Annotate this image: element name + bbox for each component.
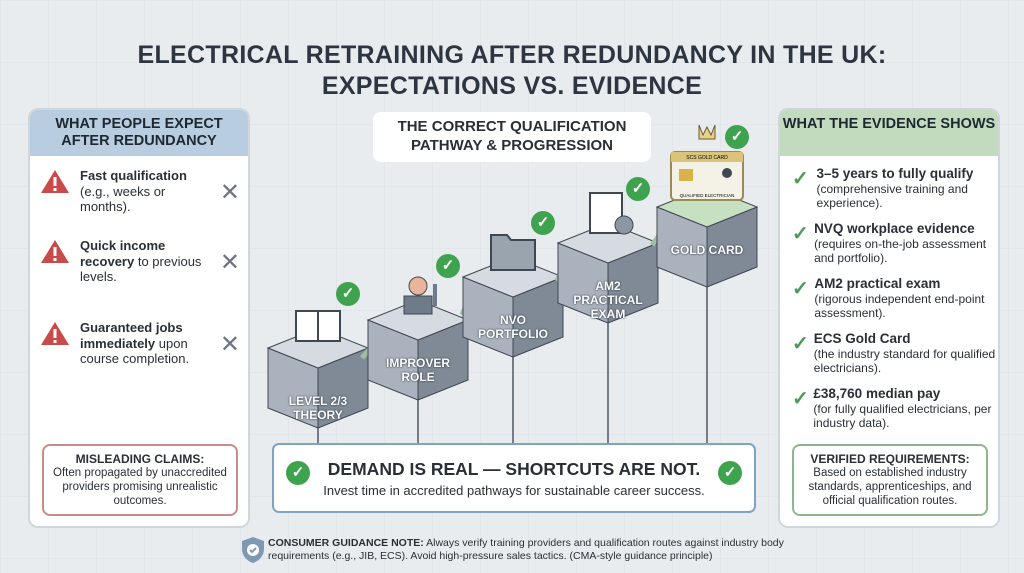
- item-title: Guaranteed jobs immediately: [80, 320, 183, 351]
- step-label: AM2 PRACTICAL EXAM: [573, 279, 643, 321]
- check-circle-icon: ✓: [336, 282, 360, 306]
- warning-icon: [41, 322, 69, 345]
- check-icon: ✓: [792, 168, 809, 190]
- evidence-item: ✓ AM2 practical exam(rigorous independent…: [792, 276, 997, 320]
- shield-icon: [242, 537, 264, 563]
- evidence-panel: WHAT THE EVIDENCE SHOWS ✓ 3–5 years to fu…: [778, 108, 1000, 528]
- step-label: NVO PORTFOLIO: [478, 313, 548, 341]
- item-text: upon course completion.: [80, 335, 190, 367]
- expectation-item: Guaranteed jobs immediately upon course …: [40, 320, 240, 367]
- item-title: £38,760 median pay: [813, 386, 941, 401]
- banner-subline: Invest time in accredited pathways for s…: [323, 483, 705, 498]
- item-text: (for fully qualified electricians, per i…: [813, 402, 992, 430]
- item-text: (comprehensive training and experience).: [816, 182, 968, 210]
- note-label: CONSUMER GUIDANCE NOTE:: [268, 537, 424, 549]
- item-title: Fast qualification: [80, 168, 187, 183]
- verified-text: Based on established industry standards,…: [808, 467, 972, 507]
- cross-icon: ✕: [219, 249, 240, 276]
- folder-icon: [490, 234, 536, 271]
- misleading-claims-text: Often propagated by unaccredited provide…: [53, 467, 227, 507]
- clipboard-icon: [589, 192, 634, 235]
- pathway-title: THE CORRECT QUALIFICATION PATHWAY & PROG…: [373, 112, 651, 162]
- card-footer: QUALIFIED ELECTRICIAN: [680, 193, 735, 198]
- check-icon: ✓: [792, 223, 809, 245]
- card-header: SCS GOLD CARD: [686, 155, 728, 161]
- item-title: AM2 practical exam: [814, 276, 941, 291]
- evidence-item: ✓ £38,760 median pay(for fully qualified …: [792, 386, 997, 430]
- worker-icon: [403, 276, 437, 315]
- verified-requirements-box: VERIFIED REQUIREMENTS: Based on establis…: [792, 444, 988, 516]
- verified-title: VERIFIED REQUIREMENTS:: [810, 452, 970, 466]
- page-title: ELECTRICAL RETRAINING AFTER REDUNDANCY I…: [0, 40, 1024, 102]
- book-icon: [295, 310, 341, 342]
- item-text: (rigorous independent end-point assessme…: [814, 292, 985, 320]
- demand-banner: ✓ ✓ DEMAND IS REAL — SHORTCUTS ARE NOT. …: [272, 443, 756, 513]
- evidence-item: ✓ ECS Gold Card(the industry standard for…: [792, 331, 997, 375]
- item-text: to previous levels.: [80, 253, 202, 285]
- item-title: ECS Gold Card: [813, 331, 911, 346]
- check-circle-icon: ✓: [626, 177, 650, 201]
- item-title: Quick income recovery: [80, 238, 166, 269]
- warning-icon: [41, 170, 69, 193]
- step-label: GOLD CARD: [670, 243, 744, 257]
- item-text: (requires on-the-job assessment and port…: [814, 237, 987, 265]
- expectations-header: WHAT PEOPLE EXPECT AFTER REDUNDANCY: [30, 110, 248, 156]
- misleading-claims-title: MISLEADING CLAIMS:: [75, 452, 205, 466]
- banner-headline: DEMAND IS REAL — SHORTCUTS ARE NOT.: [327, 459, 701, 479]
- item-text: (e.g., weeks or months).: [80, 183, 166, 215]
- expectation-item: Quick income recovery to previous levels…: [40, 238, 240, 285]
- check-circle-icon: ✓: [725, 125, 749, 149]
- evidence-item: ✓ 3–5 years to fully qualify(comprehensiv…: [792, 166, 997, 210]
- check-circle-icon: ✓: [718, 461, 742, 485]
- check-circle-icon: ✓: [436, 254, 460, 278]
- cross-icon: ✕: [219, 331, 240, 358]
- consumer-guidance-note: CONSUMER GUIDANCE NOTE: Always verify tr…: [268, 537, 788, 563]
- item-title: 3–5 years to fully qualify: [816, 166, 974, 181]
- check-icon: ✓: [792, 388, 809, 410]
- check-circle-icon: ✓: [531, 211, 555, 235]
- expectation-item: Fast qualification(e.g., weeks or months…: [40, 168, 240, 215]
- item-title: NVQ workplace evidence: [814, 221, 975, 236]
- evidence-header: WHAT THE EVIDENCE SHOWS: [780, 110, 998, 156]
- id-card-icon: [670, 124, 744, 201]
- title-line-1: ELECTRICAL RETRAINING AFTER REDUNDANCY I…: [137, 41, 887, 69]
- item-text: (the industry standard for qualified ele…: [813, 347, 996, 375]
- title-line-2: EXPECTATIONS VS. EVIDENCE: [321, 72, 703, 100]
- check-icon: ✓: [792, 278, 809, 300]
- expectations-panel: WHAT PEOPLE EXPECT AFTER REDUNDANCY Fast…: [28, 108, 250, 528]
- evidence-item: ✓ NVQ workplace evidence(requires on-the-…: [792, 221, 997, 265]
- warning-icon: [41, 240, 69, 263]
- misleading-claims-box: MISLEADING CLAIMS: Often propagated by u…: [42, 444, 238, 516]
- step-label: LEVEL 2/3 THEORY: [288, 394, 348, 422]
- check-circle-icon: ✓: [286, 461, 310, 485]
- step-label: IMPROVER ROLE: [385, 356, 450, 384]
- check-icon: ✓: [792, 333, 809, 355]
- note-text: Always verify training providers and qua…: [268, 537, 784, 562]
- cross-icon: ✕: [219, 179, 240, 206]
